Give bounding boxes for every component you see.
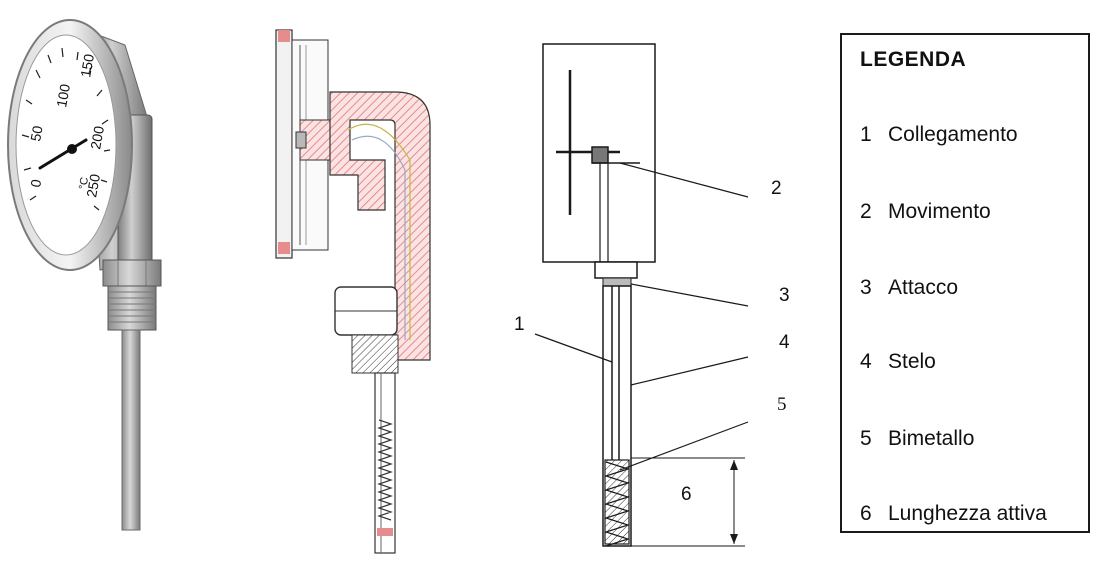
leader-1	[534, 333, 613, 363]
legend-item: 5 Bimetallo	[860, 427, 974, 451]
dial-label-250: 250	[83, 173, 103, 199]
legend-item-number: 6	[860, 502, 872, 525]
dial-face	[15, 34, 117, 256]
legend-item-label: Attacco	[888, 276, 959, 299]
dial-label-200: 200	[87, 125, 107, 151]
dimension-arrows	[730, 460, 738, 544]
section-tip-marker	[377, 528, 393, 536]
leader-2	[619, 162, 749, 198]
schematic-bimetal	[604, 459, 630, 545]
thermometer-stem	[121, 329, 141, 531]
schematic	[534, 43, 749, 547]
section-bimetal-helix	[377, 419, 393, 521]
legend-item: 6 Lunghezza attiva	[860, 502, 1047, 526]
legend-item-label: Collegamento	[888, 123, 1018, 146]
threaded-connector	[107, 285, 157, 331]
cross-section	[275, 29, 431, 554]
schematic-movement	[591, 146, 609, 164]
legend-item-label: Stelo	[888, 350, 936, 373]
dial-label-100: 100	[53, 83, 73, 109]
dial-label-150: 150	[77, 53, 97, 79]
legend-item-number: 1	[860, 123, 872, 146]
section-lower-fitting	[351, 334, 399, 374]
dial-ticks	[21, 47, 111, 211]
section-wire	[347, 123, 411, 340]
leader-4	[630, 356, 749, 386]
callout-5: 5	[777, 394, 787, 415]
legend-item-number: 2	[860, 200, 872, 223]
legend-item: 3 Attacco	[860, 276, 958, 300]
dial-unit: °C	[77, 176, 91, 190]
callout-2: 2	[771, 178, 782, 199]
legend-item: 2 Movimento	[860, 200, 991, 224]
callout-4: 4	[779, 332, 790, 353]
schematic-connection	[594, 261, 638, 279]
leader-3	[630, 283, 749, 307]
legend-item: 1 Collegamento	[860, 123, 1018, 147]
section-case-front	[275, 29, 293, 259]
dial-label-0: 0	[27, 178, 44, 189]
callout-6: 6	[681, 484, 692, 505]
legend-item-number: 5	[860, 427, 872, 450]
dial-hub	[67, 144, 77, 154]
dial-needle	[38, 138, 88, 170]
schematic-connection-neck	[602, 277, 632, 287]
section-pointer-hub	[295, 131, 307, 149]
dial-label-50: 50	[27, 124, 45, 142]
legend-title: LEGENDA	[860, 48, 967, 71]
legend-item-label: Bimetallo	[888, 427, 975, 450]
section-gasket-bottom	[278, 242, 290, 254]
legend-item: 4 Stelo	[860, 350, 936, 374]
callout-3: 3	[779, 285, 790, 306]
section-gasket-top	[278, 30, 290, 42]
callout-1: 1	[514, 314, 525, 335]
section-wire	[351, 135, 406, 340]
legend-item-number: 3	[860, 276, 872, 299]
leader-5	[619, 421, 749, 471]
legend-item-number: 4	[860, 350, 872, 373]
thread-lines	[108, 291, 156, 323]
thermometer-photo: 0 50 100 150 200 250 °C	[7, 19, 162, 531]
legend-item-label: Lunghezza attiva	[888, 502, 1047, 525]
legend-item-label: Movimento	[888, 200, 991, 223]
hex-fitting	[102, 259, 162, 287]
legend-box: LEGENDA 1 Collegamento 2 Movimento 3 Attacc…	[840, 33, 1090, 533]
schematic-helix	[604, 461, 630, 547]
section-stem	[374, 372, 396, 554]
